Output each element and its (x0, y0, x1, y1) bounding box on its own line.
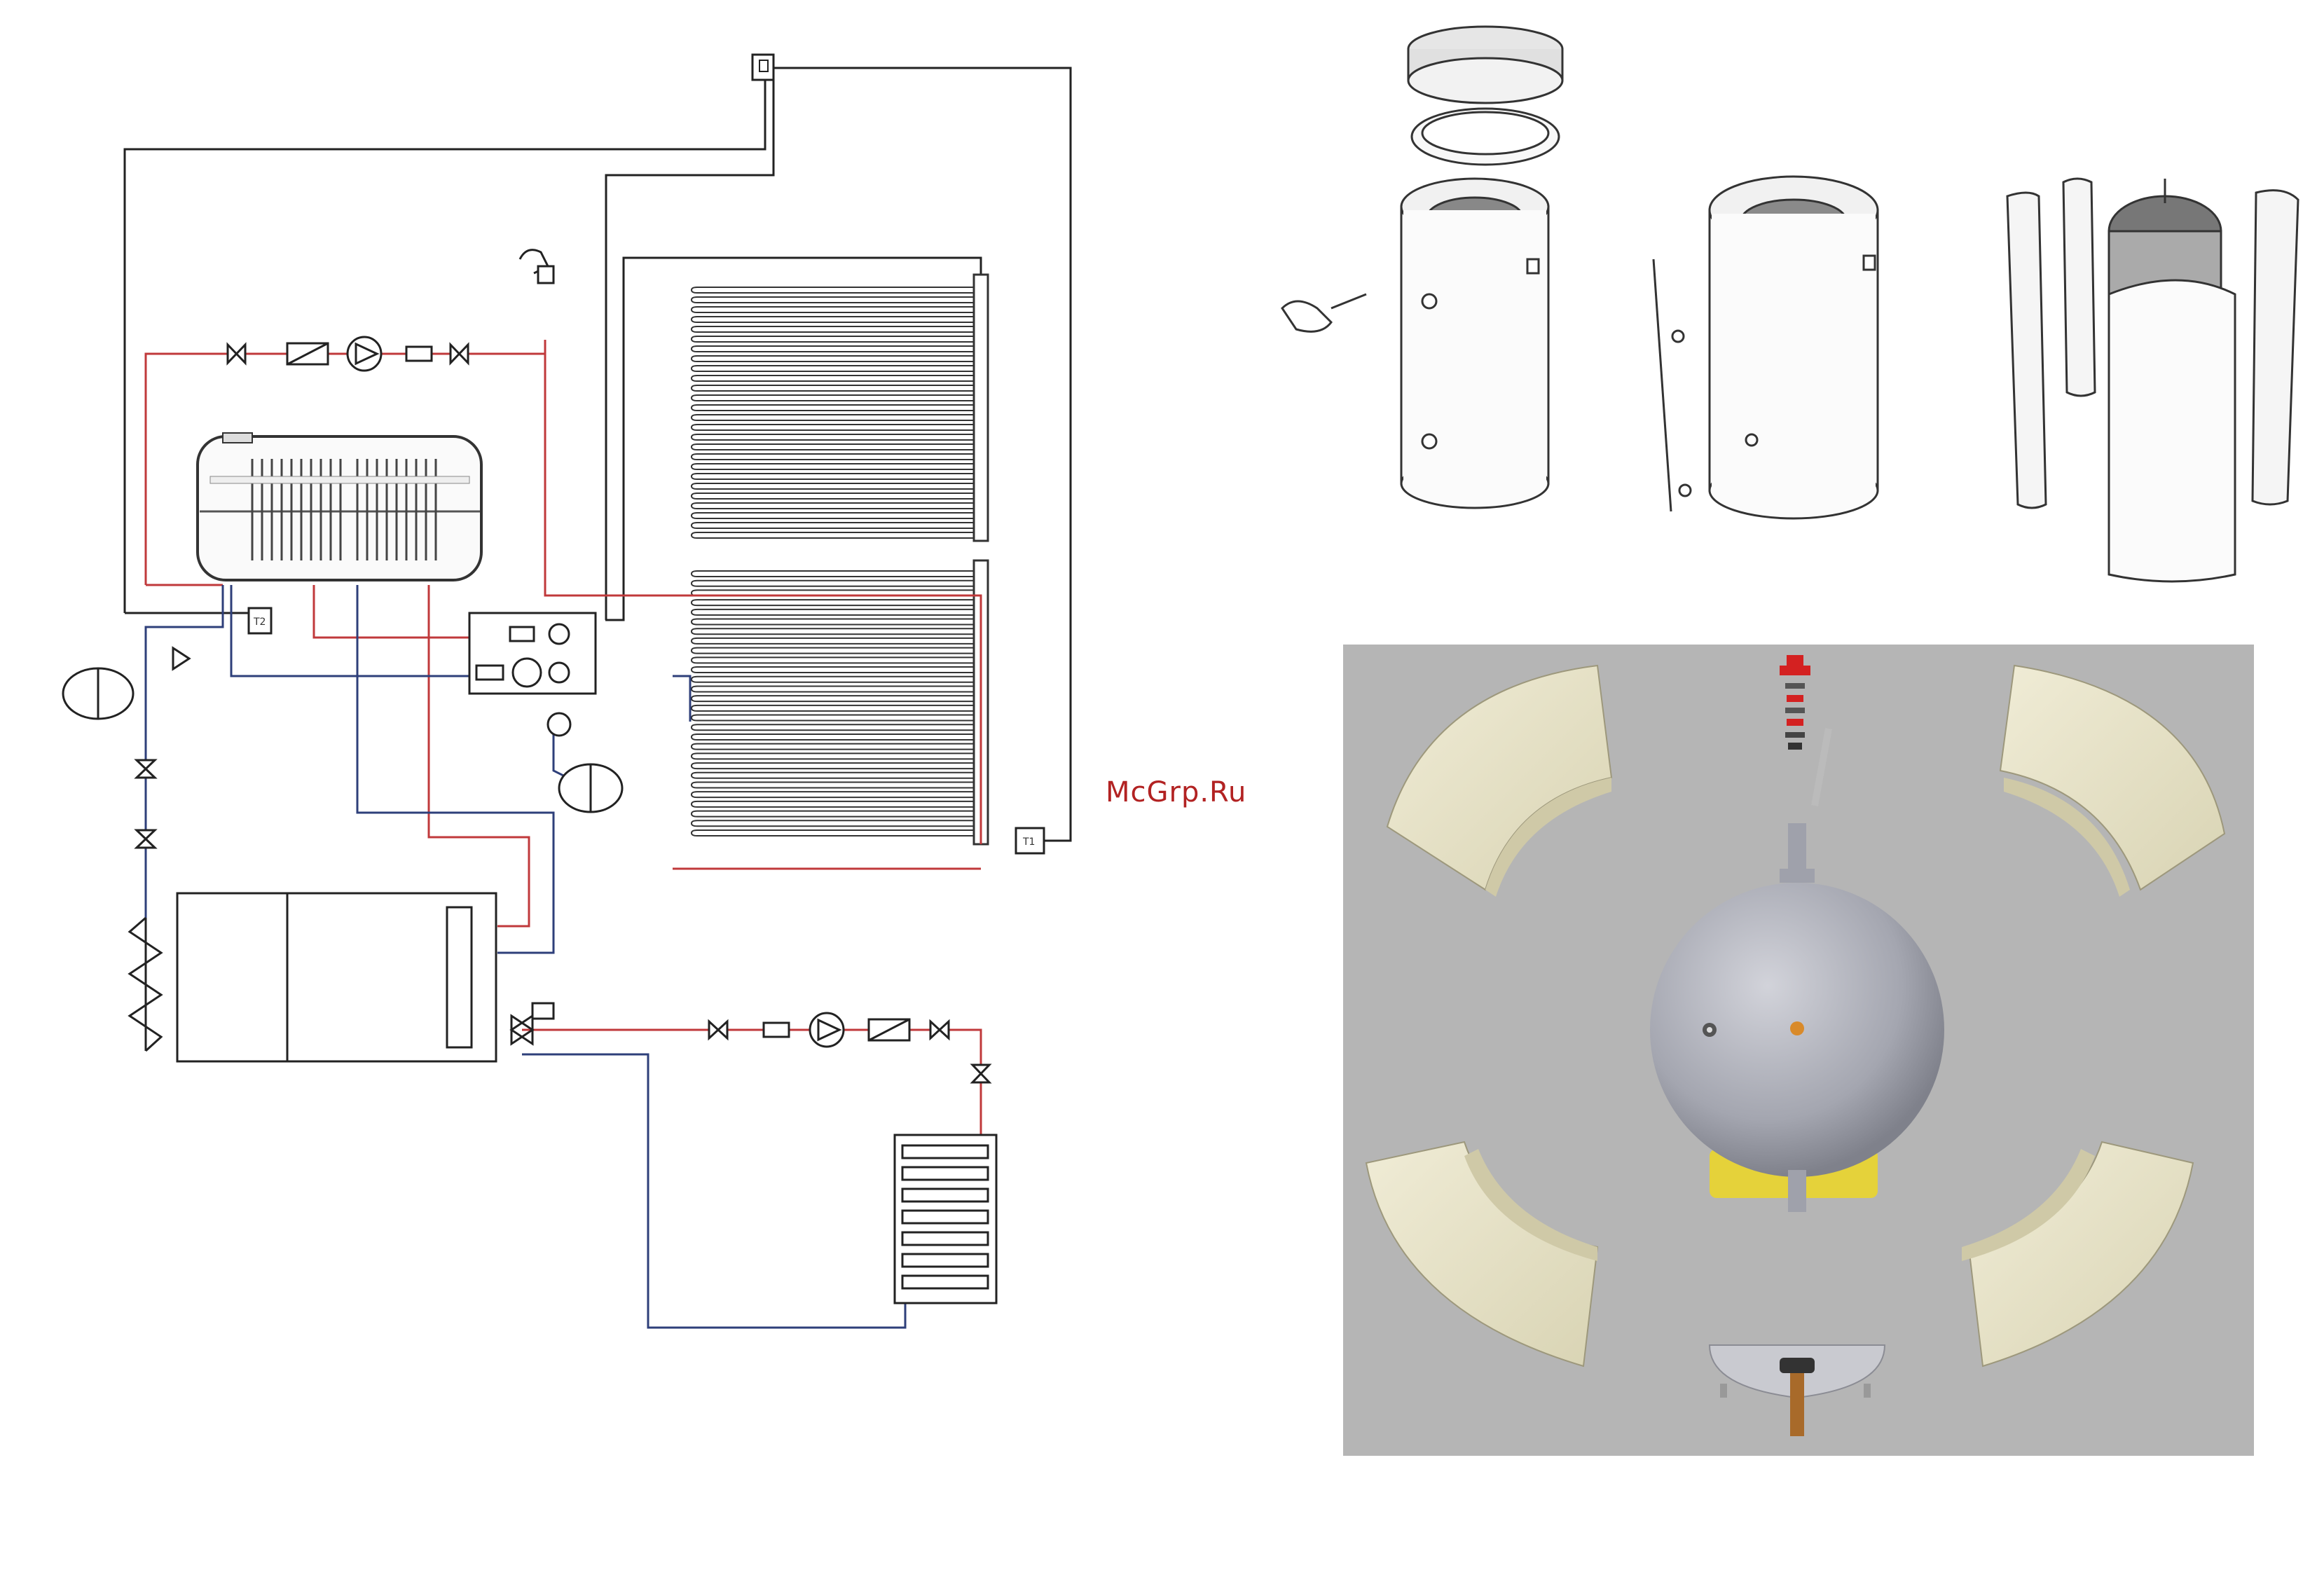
insulated-cylinder-open (1653, 177, 1878, 518)
collector-upper (692, 287, 974, 538)
collector-tube (692, 801, 974, 807)
collector-tube (692, 454, 974, 460)
collector-tube (692, 677, 974, 682)
collector-tube (692, 366, 974, 371)
dhw-loop-components (228, 250, 554, 371)
solar-pump-station (469, 613, 596, 736)
collector-tube (692, 317, 974, 322)
collector-tube (692, 513, 974, 518)
lid-ring (1412, 109, 1559, 165)
collector-tube (692, 307, 974, 312)
radiator-fin (902, 1232, 988, 1245)
collector-tube (692, 696, 974, 701)
collector-tube (692, 734, 974, 740)
collector-tube (692, 600, 974, 605)
collector-tube (692, 638, 974, 644)
collector-tube (692, 425, 974, 430)
collector-tube (692, 356, 974, 361)
collector-tube (692, 715, 974, 721)
collector-tube (692, 820, 974, 826)
collector-tube (692, 523, 974, 528)
collector-tube (692, 376, 974, 381)
collector-tube (692, 326, 974, 332)
expansion-vessel-solar (559, 764, 622, 812)
insulated-cylinder-exploded (2007, 179, 2298, 581)
collector-tube (692, 571, 974, 577)
collector-tube (692, 503, 974, 509)
collector-tube (692, 444, 974, 450)
collector-tube (692, 763, 974, 769)
collector-tube (692, 628, 974, 634)
solar-controller (752, 55, 773, 80)
collector-tube (692, 474, 974, 479)
radiator-fin (902, 1167, 988, 1180)
exploded-insulation-drawing (1282, 27, 2298, 581)
watermark-text: McGrp.Ru (1106, 776, 1246, 808)
collector-tube (692, 483, 974, 489)
collector-tube (692, 581, 974, 586)
collector-tube (692, 792, 974, 797)
collector-tube (692, 493, 974, 499)
collector-tube (692, 830, 974, 836)
collector-tube (692, 657, 974, 663)
collector-tube (692, 385, 974, 391)
collector-tube (692, 434, 974, 440)
rendered-exploded-view (1343, 645, 2254, 1456)
radiator-fin (902, 1189, 988, 1201)
insulated-cylinder-assembled (1282, 179, 1548, 508)
collector-tube (692, 287, 974, 293)
radiator-fin (902, 1254, 988, 1267)
collector-tube (692, 297, 974, 303)
radiator-fins (902, 1145, 988, 1288)
collector-tube (692, 705, 974, 711)
collector-tube (692, 648, 974, 654)
collector-tube (692, 405, 974, 411)
collector-lower (692, 571, 974, 836)
collector-tube (692, 744, 974, 750)
collector-tube (692, 415, 974, 420)
collector-tube (692, 610, 974, 615)
collector-tube (692, 686, 974, 691)
radiator (895, 1135, 996, 1303)
radiator-fin (902, 1276, 988, 1288)
collector-tube (692, 395, 974, 401)
solar-collector-array (692, 275, 988, 844)
radiator-fin (902, 1211, 988, 1223)
radiator-fin (902, 1145, 988, 1158)
collector-tube (692, 336, 974, 342)
svg-text:T1: T1 (1022, 836, 1035, 848)
collector-tube (692, 773, 974, 778)
sensor-t2: T2 (249, 608, 271, 633)
heating-circuit-components (511, 1003, 989, 1082)
collector-tube (692, 464, 974, 469)
collector-tube (692, 753, 974, 759)
boiler (177, 893, 496, 1061)
collector-tube (692, 811, 974, 817)
storage-tank (198, 433, 481, 580)
collector-tube (692, 532, 974, 538)
tank-lid (1408, 27, 1562, 103)
expansion-vessel-left (63, 668, 133, 719)
svg-text:T2: T2 (253, 617, 266, 628)
collector-tube (692, 346, 974, 352)
sensor-t1: T1 (1016, 828, 1044, 853)
collector-tube (692, 619, 974, 625)
hydraulic-schematic: T1 (63, 55, 1071, 1328)
collector-tube (692, 782, 974, 787)
collector-tube (692, 724, 974, 730)
collector-tube (692, 667, 974, 673)
